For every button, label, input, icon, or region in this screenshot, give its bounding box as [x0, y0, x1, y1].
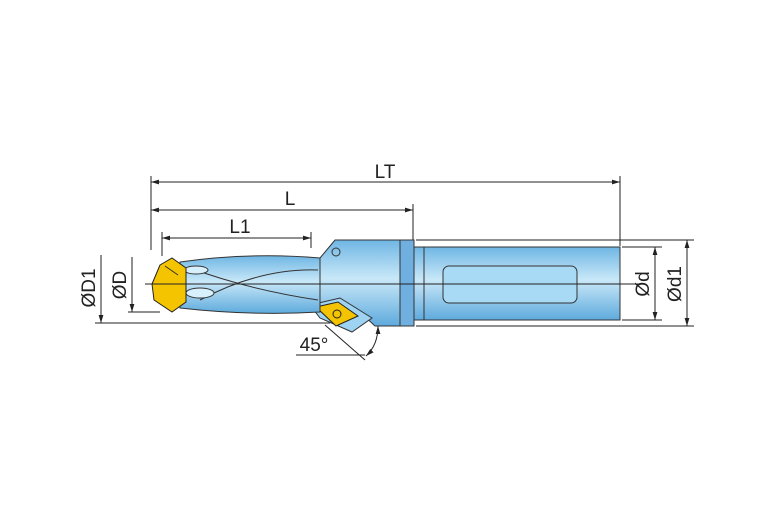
drill-body: [179, 255, 321, 314]
screw-icon: [331, 247, 341, 257]
label-d-body: ØD: [110, 271, 131, 300]
label-lt: LT: [375, 162, 396, 183]
label-l1: L1: [229, 217, 250, 238]
label-d-shank: Ød: [633, 271, 654, 296]
angle-line: [324, 324, 366, 361]
angle-arc: [365, 325, 381, 357]
extension-lines: [95, 176, 694, 327]
insert-central: [151, 257, 187, 313]
label-d1-body: ØD1: [79, 268, 100, 307]
tool-head: [309, 239, 415, 333]
label-angle: 45°: [300, 335, 329, 356]
label-l: L: [285, 189, 296, 210]
label-d1-shank: Ød1: [665, 266, 686, 302]
